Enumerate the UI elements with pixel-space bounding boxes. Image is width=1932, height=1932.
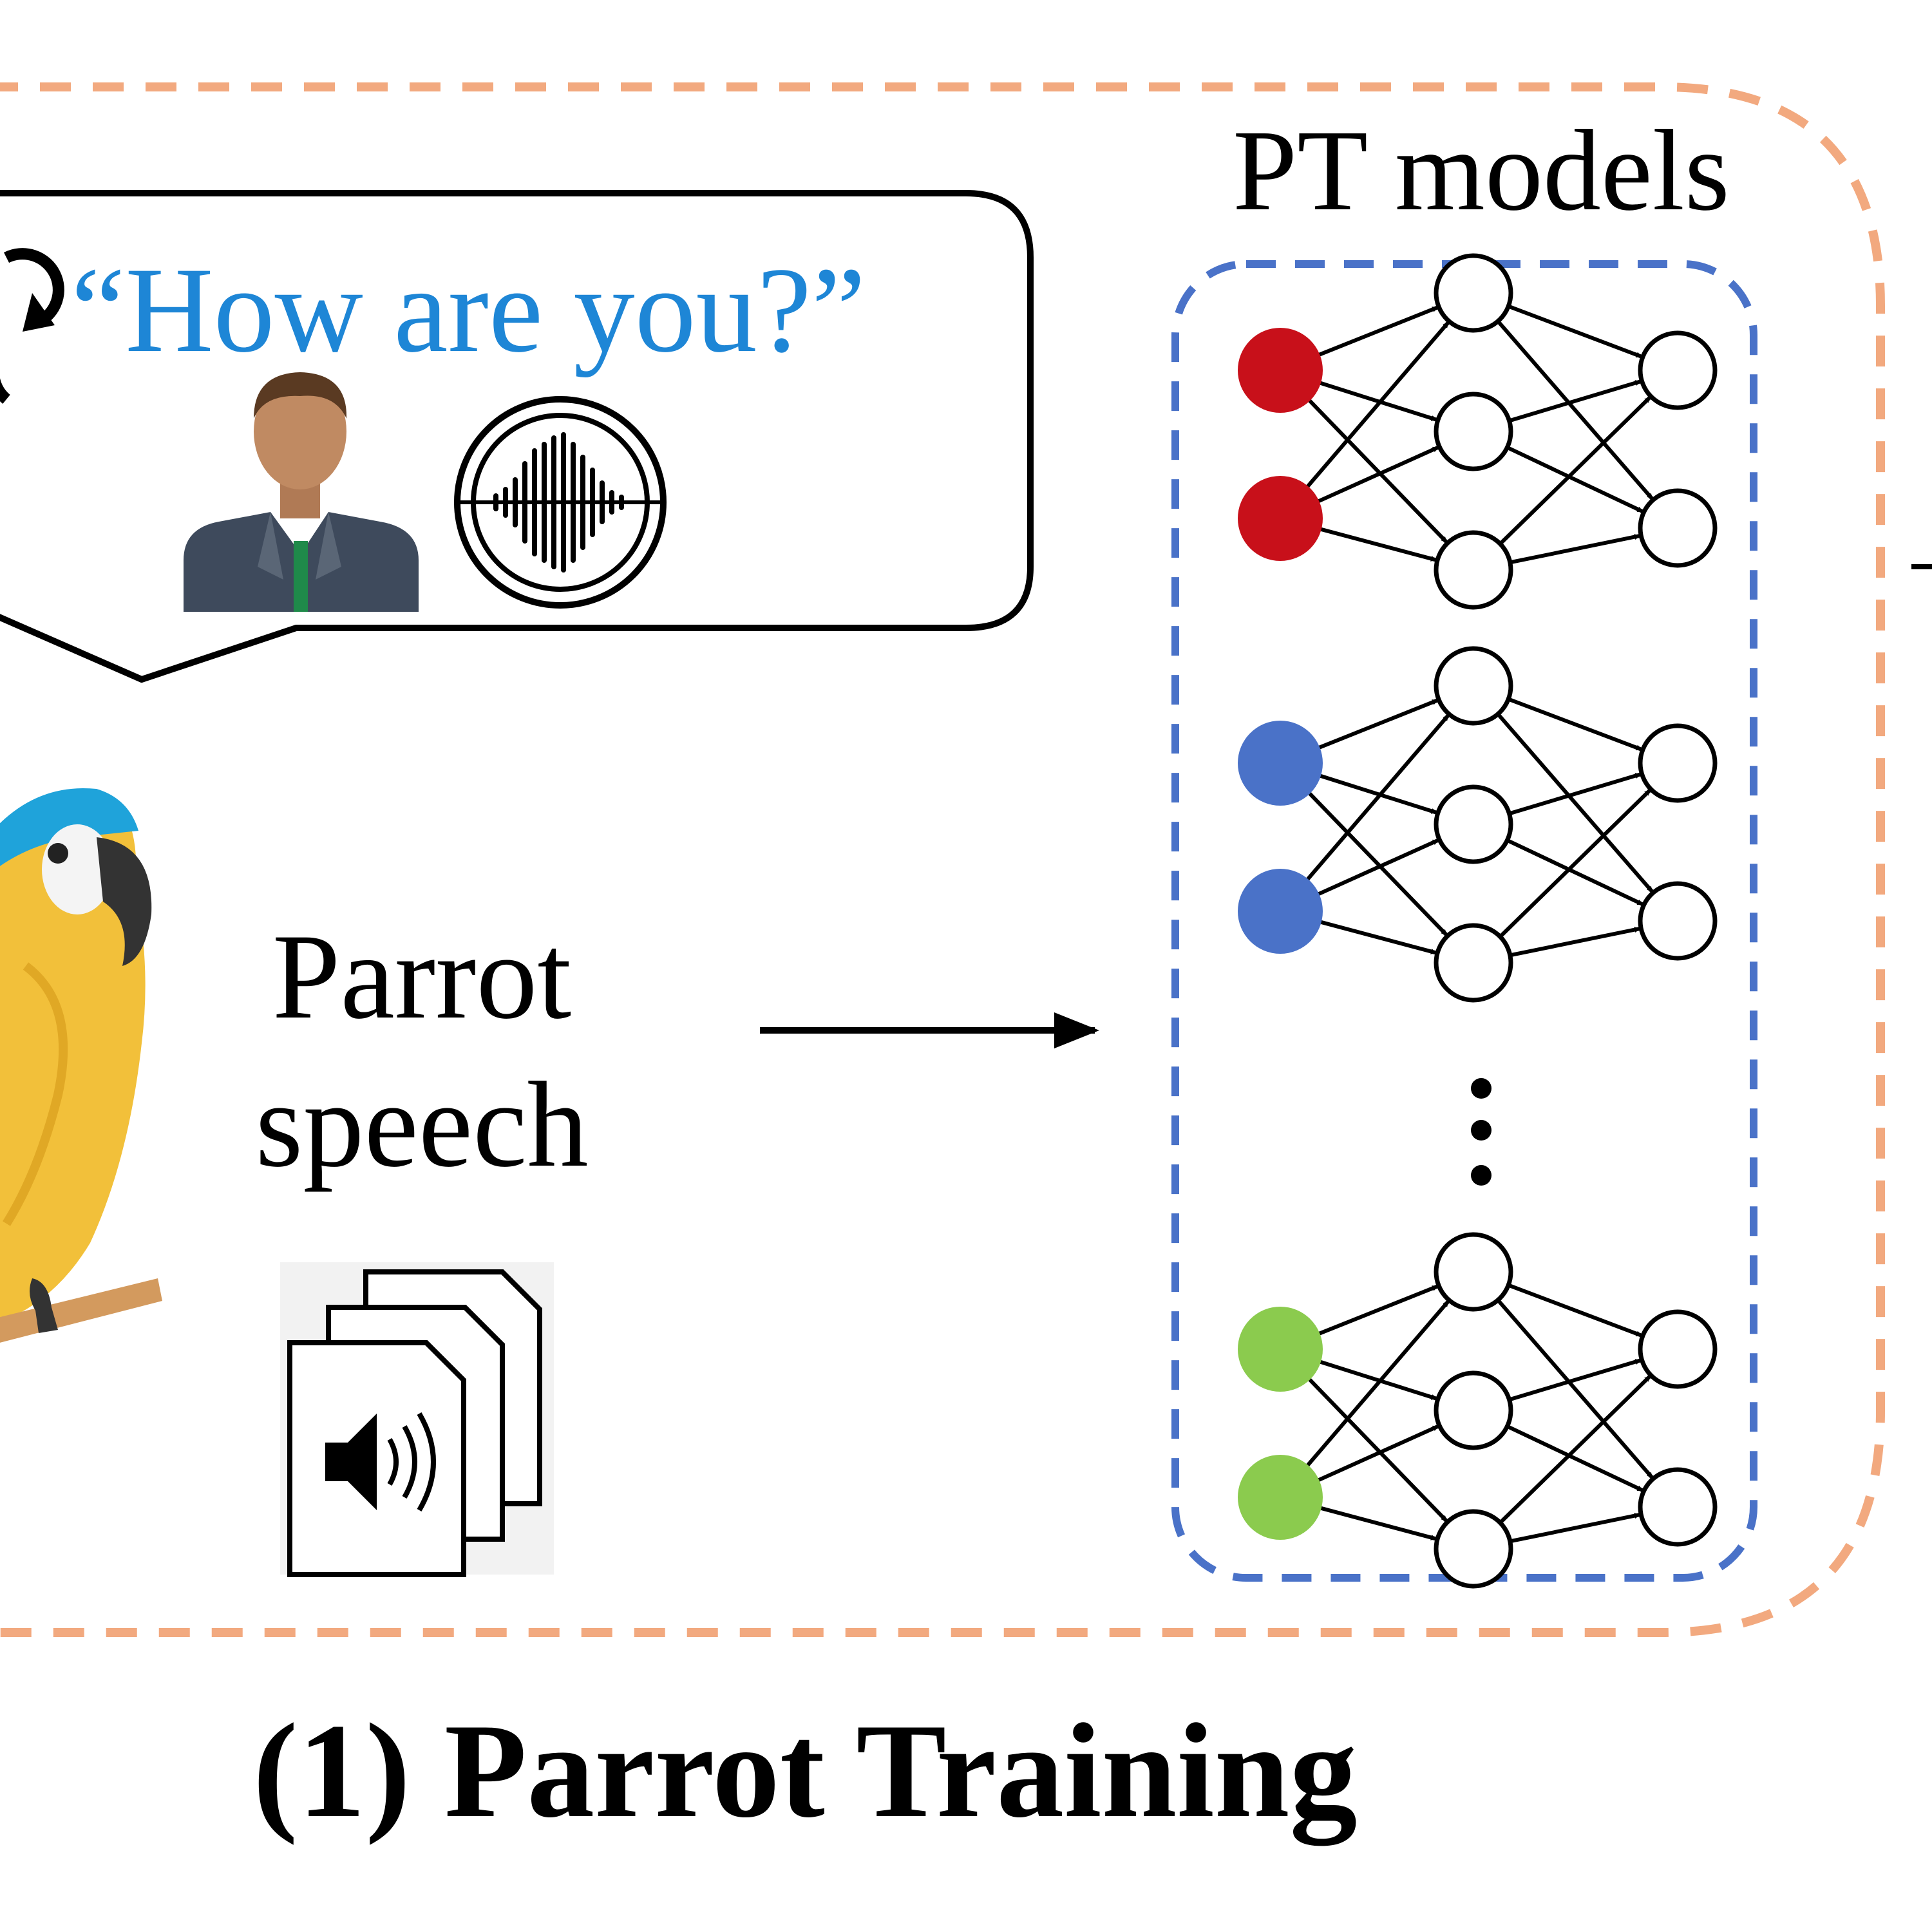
network-edge bbox=[1315, 1358, 1437, 1401]
network-edge bbox=[1499, 1374, 1652, 1524]
network-node bbox=[1638, 723, 1718, 803]
network-edge bbox=[1315, 772, 1437, 815]
network-edge bbox=[1496, 712, 1654, 893]
network-edge bbox=[1510, 534, 1641, 565]
network-edge bbox=[1305, 395, 1448, 544]
figure-caption: (1) Parrot Training bbox=[253, 1696, 1358, 1846]
network-edge bbox=[1510, 927, 1641, 958]
network-node bbox=[1638, 1309, 1718, 1389]
network-edge bbox=[1506, 1425, 1644, 1493]
network-edge bbox=[1313, 838, 1439, 898]
network-edge bbox=[1303, 714, 1450, 884]
input-node bbox=[1238, 1307, 1323, 1392]
network-edge bbox=[1499, 788, 1652, 938]
network-node bbox=[1434, 1509, 1513, 1589]
network-edge bbox=[1508, 772, 1642, 816]
network-edge bbox=[1496, 1298, 1654, 1479]
input-node bbox=[1238, 328, 1323, 413]
network-node bbox=[1434, 1232, 1513, 1312]
network-edge bbox=[1316, 1505, 1437, 1541]
network-node bbox=[1638, 488, 1718, 568]
audio-files-icon bbox=[280, 1262, 554, 1577]
network-edge bbox=[1508, 379, 1642, 423]
network-edge bbox=[1314, 305, 1439, 359]
input-node bbox=[1238, 476, 1323, 561]
person-icon bbox=[184, 372, 419, 612]
network-node bbox=[1638, 881, 1718, 961]
network-edge bbox=[1316, 919, 1437, 955]
parrot-label-line2: speech bbox=[256, 1057, 589, 1193]
refresh-icon bbox=[0, 248, 64, 404]
network-edge bbox=[1305, 788, 1448, 936]
network-edge bbox=[1510, 1513, 1641, 1544]
network-edge bbox=[1508, 697, 1642, 752]
network-edge bbox=[1496, 319, 1654, 500]
vertical-ellipsis bbox=[1471, 1078, 1492, 1186]
network-node bbox=[1638, 1467, 1718, 1547]
network-edge bbox=[1305, 1374, 1448, 1522]
input-node bbox=[1238, 869, 1323, 954]
network-edge bbox=[1499, 395, 1652, 545]
network-edge bbox=[1313, 445, 1439, 505]
network-edge bbox=[1316, 526, 1437, 562]
network-edge bbox=[1508, 1358, 1642, 1402]
parrot-label-line1: Parrot bbox=[272, 909, 571, 1045]
sound-wave-icon bbox=[454, 396, 667, 609]
network-node bbox=[1434, 646, 1513, 726]
input-node bbox=[1238, 721, 1323, 806]
network-node bbox=[1638, 330, 1718, 410]
network-edge bbox=[1508, 304, 1642, 359]
network-node bbox=[1434, 530, 1513, 610]
neural-network-red bbox=[1238, 253, 1718, 610]
network-node bbox=[1434, 253, 1513, 333]
network-node bbox=[1434, 392, 1513, 471]
network-edge bbox=[1314, 1284, 1439, 1338]
network-edge bbox=[1303, 1300, 1450, 1470]
network-edge bbox=[1508, 1283, 1642, 1338]
pt-models-title: PT models bbox=[1233, 106, 1730, 234]
network-node bbox=[1434, 1370, 1513, 1450]
speech-quote: “How are you?” bbox=[71, 243, 866, 378]
network-node bbox=[1434, 784, 1513, 864]
speech-bubble bbox=[0, 190, 1034, 683]
network-edge bbox=[1313, 1424, 1439, 1484]
neural-network-blue bbox=[1238, 646, 1718, 1003]
network-node bbox=[1434, 923, 1513, 1003]
network-edge bbox=[1506, 446, 1644, 514]
neural-network-green bbox=[1238, 1232, 1718, 1589]
network-edge bbox=[1315, 379, 1437, 422]
parrot-icon bbox=[0, 788, 162, 1343]
network-edge bbox=[1506, 838, 1644, 907]
network-edge bbox=[1314, 698, 1439, 752]
input-node bbox=[1238, 1455, 1323, 1540]
network-edge bbox=[1303, 321, 1450, 491]
